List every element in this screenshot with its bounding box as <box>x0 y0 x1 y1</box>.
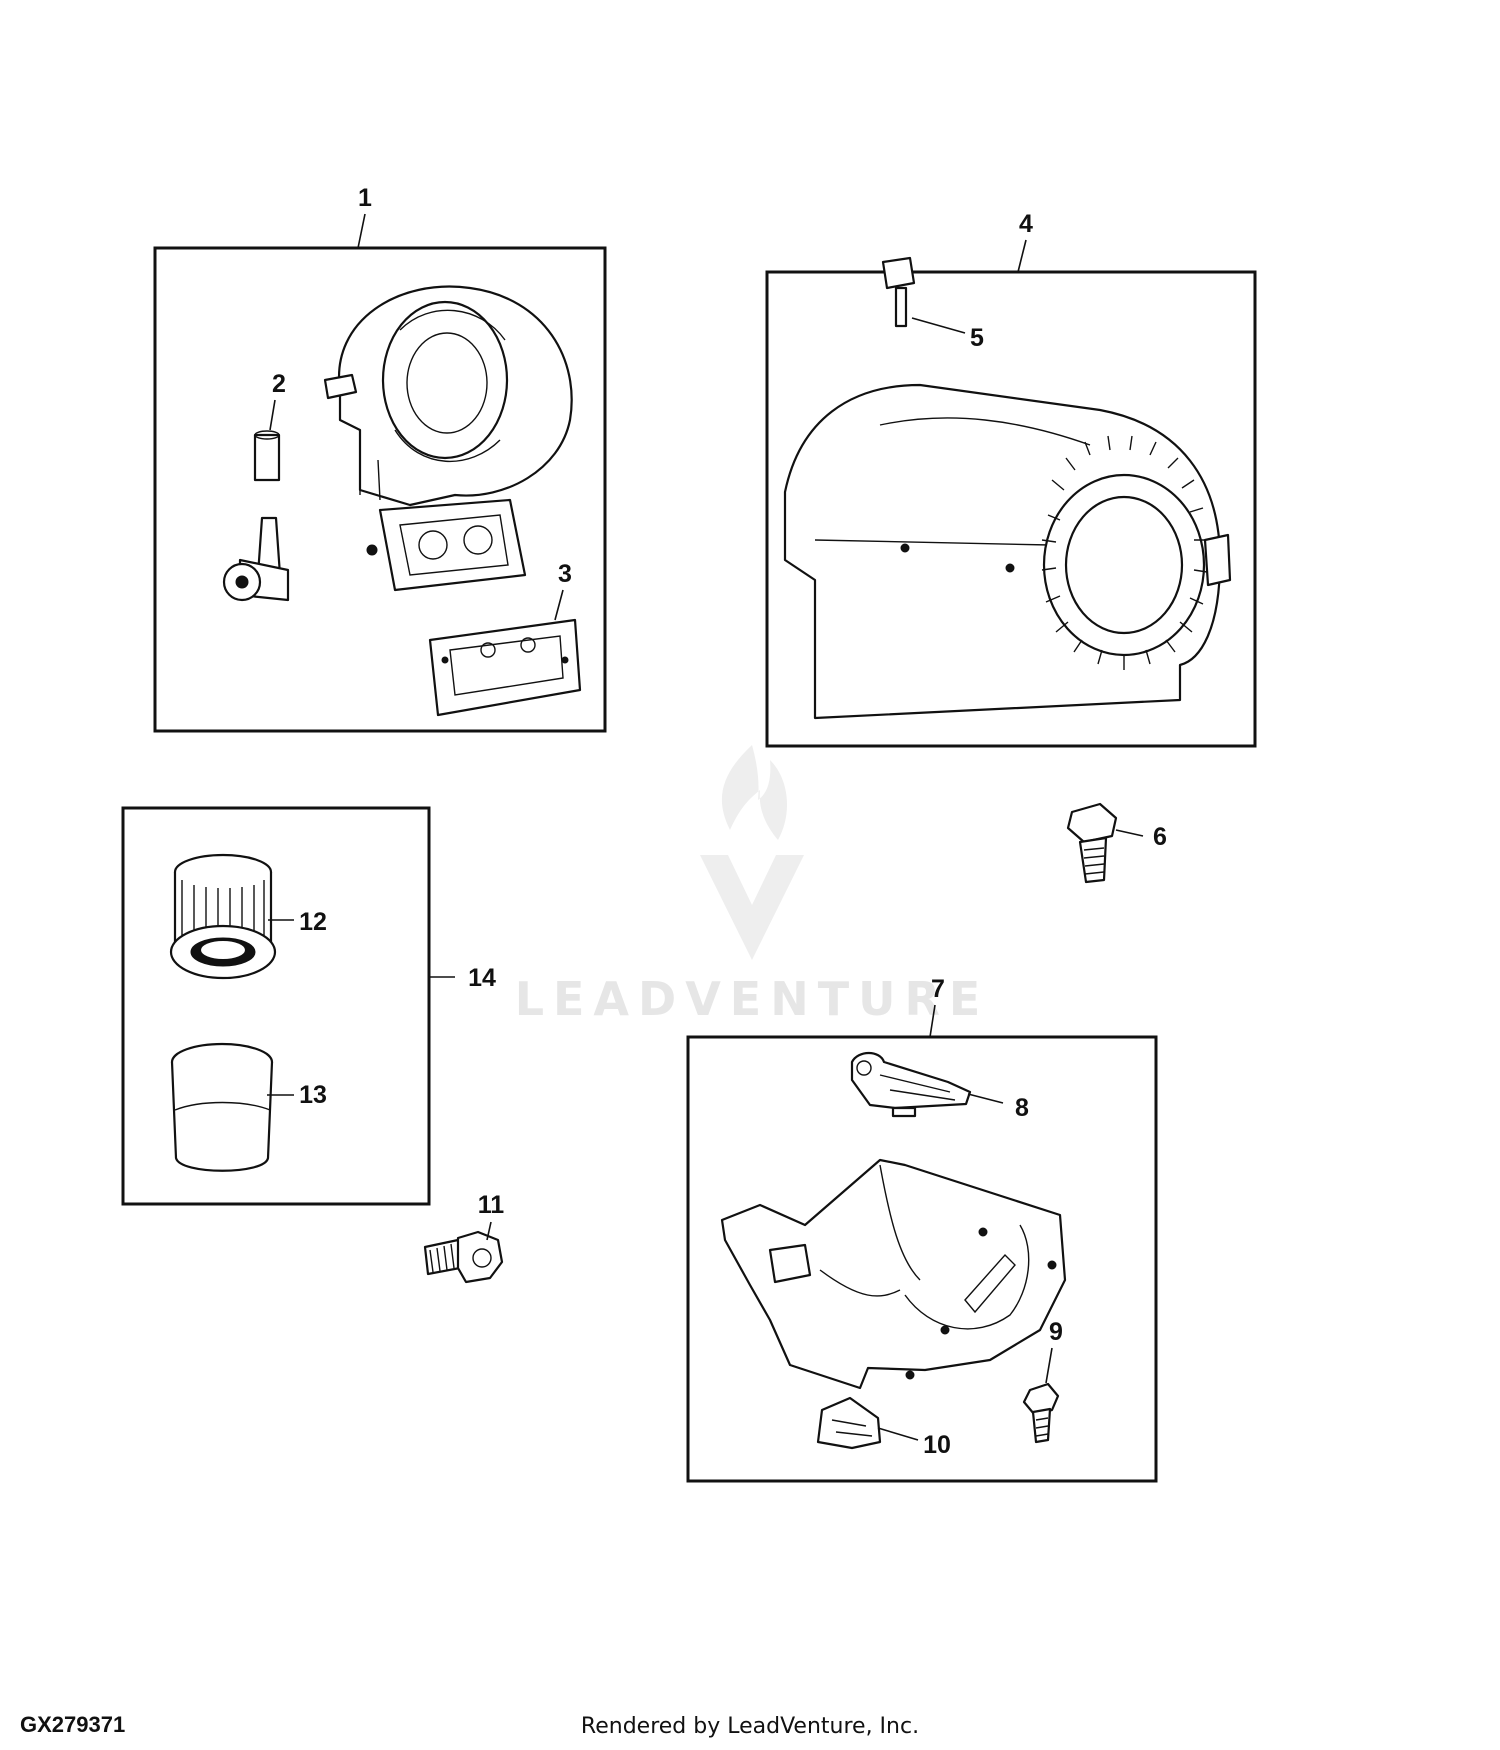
callout-7: 7 <box>931 975 945 1003</box>
pre-cleaner-sleeve <box>170 1042 274 1172</box>
carb-adapter <box>366 498 527 592</box>
callout-11: 11 <box>478 1191 505 1219</box>
lower-housing <box>720 1158 1067 1390</box>
callout-12: 12 <box>299 908 327 936</box>
bolt-11 <box>423 1230 504 1284</box>
callout-14: 14 <box>468 964 496 992</box>
air-filter-element <box>169 853 277 980</box>
callout-6: 6 <box>1153 823 1167 851</box>
latch-part <box>850 1051 972 1118</box>
callout-5: 5 <box>970 324 984 352</box>
group-box-14 <box>121 806 431 1206</box>
callout-10: 10 <box>923 1431 951 1459</box>
callout-8: 8 <box>1015 1094 1029 1122</box>
figure-id: GX279371 <box>20 1712 126 1737</box>
air-cleaner-housing <box>783 383 1232 720</box>
leadventure-watermark: LEADVENTURE <box>515 745 990 1026</box>
blower-housing <box>323 285 573 507</box>
callout-4: 4 <box>1019 210 1033 238</box>
sensor-part <box>881 256 916 328</box>
screw-9 <box>1022 1382 1060 1444</box>
group-box-7 <box>686 1035 1158 1483</box>
watermark-text: LEADVENTURE <box>515 972 990 1026</box>
callout-3: 3 <box>558 560 572 588</box>
group-box-4 <box>765 270 1257 748</box>
bolt-6 <box>1066 802 1118 884</box>
gasket <box>428 618 582 717</box>
callout-2: 2 <box>272 370 286 398</box>
group-box-1 <box>153 246 607 733</box>
insert-10 <box>816 1396 882 1450</box>
hose-fitting <box>222 430 290 602</box>
callout-1: 1 <box>358 184 372 212</box>
callout-9: 9 <box>1049 1318 1063 1346</box>
callout-13: 13 <box>299 1081 327 1109</box>
rendered-by-footer: Rendered by LeadVenture, Inc. <box>580 1714 920 1739</box>
